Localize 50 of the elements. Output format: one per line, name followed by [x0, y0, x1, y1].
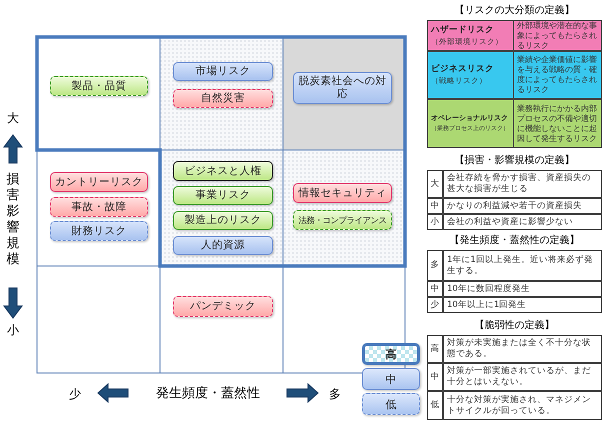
definition-text: 業務執行にかかる内部プロセスの不備や適切に機能しないことに起因して発生するリスク	[513, 99, 602, 148]
definition-text: 会社の利益や資産に影響少ない	[443, 214, 602, 230]
risk-tag: 自然災害	[173, 89, 273, 108]
axis-label: 多	[328, 386, 342, 402]
level-mark: 小	[427, 214, 443, 230]
axis-title: 発生頻度・蓋然性	[155, 385, 261, 402]
definition-text: 10年に数回程度発生	[443, 281, 602, 297]
risk-tag: 製造上のリスク	[173, 211, 273, 230]
risk-tag: 市場リスク	[173, 62, 273, 81]
risk-tag: 製品・品質	[50, 76, 148, 96]
axis-label: 少	[68, 386, 82, 402]
definition-text: 外部環境や潜在的な事象によってもたらされるリスク	[513, 20, 602, 51]
vulnerability-legend-item: 低	[362, 393, 420, 415]
risk-tag: 事業リスク	[173, 186, 273, 205]
table-heading: 【リスクの大分類の定義】	[454, 4, 576, 17]
level-mark: 低	[427, 391, 443, 420]
definition-text: かなりの利益減や若干の資産損失	[443, 198, 602, 214]
risk-tag: 情報セキュリティ	[293, 183, 392, 203]
risk-tag: カントリーリスク	[50, 172, 148, 192]
level-mark: 大	[427, 170, 443, 198]
risk-tag: パンデミック	[173, 296, 273, 317]
level-mark: 中	[427, 198, 443, 214]
category-name: ビジネスリスク	[431, 64, 494, 75]
level-mark: 少	[427, 297, 443, 313]
risk-tag: 法務・コンプライアンス	[293, 210, 392, 230]
risk-tag: 事故・故障	[50, 197, 148, 217]
vulnerability-legend-item: 高	[362, 343, 420, 365]
level-mark: 中	[427, 363, 443, 391]
table-heading: 【発生頻度・蓋然性の定義】	[448, 234, 580, 247]
risk-tag: ビジネスと人権	[173, 161, 273, 181]
table-heading: 【脆弱性の定義】	[474, 318, 556, 332]
axis-label: 小	[6, 322, 20, 338]
axis-title: 損害影響規模	[6, 172, 20, 269]
axis-label: 大	[6, 110, 20, 126]
definition-text: 十分な対策が実施され、マネジメントサイクルが回っている。	[443, 391, 602, 420]
definition-text: 対策が未実施または全く不十分な状態である。	[443, 335, 602, 363]
risk-tag: 人的資源	[173, 236, 273, 255]
level-mark: 中	[427, 281, 443, 297]
definition-text: 対策が一部実施されているが、まだ十分とはいえない。	[443, 363, 602, 391]
table-heading: 【損害・影響規模の定義】	[454, 154, 576, 167]
level-mark: 高	[427, 335, 443, 363]
risk-tag: 財務リスク	[50, 221, 148, 241]
category-name: ハザードリスク	[431, 24, 494, 36]
definition-text: 10年以上に1回発生	[443, 297, 602, 313]
definition-text: 業績や企業価値に影響を与える戦略の質・確度によってもたらされるリスク	[513, 51, 602, 99]
definition-text: 1年に1回以上発生。近い将来必ず発生する。	[443, 250, 602, 281]
vulnerability-legend-item: 中	[362, 368, 420, 390]
definition-text: 会社存続を脅かす損害、資産損失の甚大な損害が生じる	[443, 170, 602, 198]
level-mark: 多	[427, 250, 443, 281]
risk-tag: 脱炭素社会への対応	[293, 72, 392, 104]
